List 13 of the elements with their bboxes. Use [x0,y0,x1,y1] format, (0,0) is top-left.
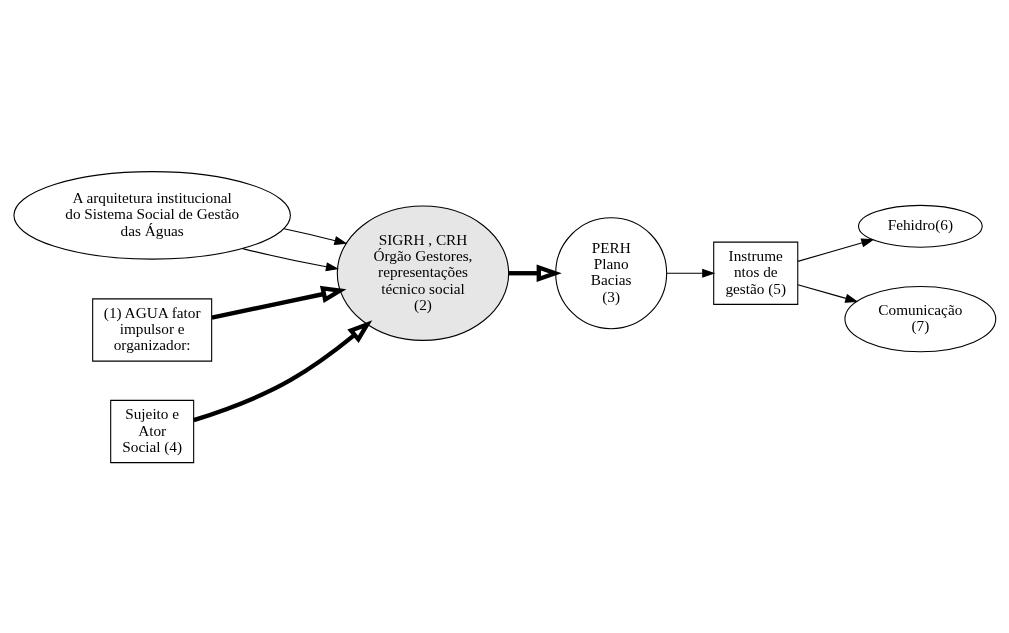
node-circle: PERH Plano Bacias (3) [554,216,667,329]
node-ellipse: A arquitetura institucional do Sistema Social de Gestão das Águas [12,170,291,260]
arrow [241,247,339,271]
arrow [665,268,715,278]
node-box: Instrume ntos de gestão (5) [712,241,798,305]
arrow [192,319,372,422]
arrow [508,263,562,282]
arrow [796,283,858,303]
arrow [283,227,347,245]
node-box: (1) AGUA fator impulsor e organizador: [91,297,212,362]
arrow [796,238,874,262]
arrow [210,285,346,320]
node-box: Sujeito e Ator Social (4) [109,399,194,463]
